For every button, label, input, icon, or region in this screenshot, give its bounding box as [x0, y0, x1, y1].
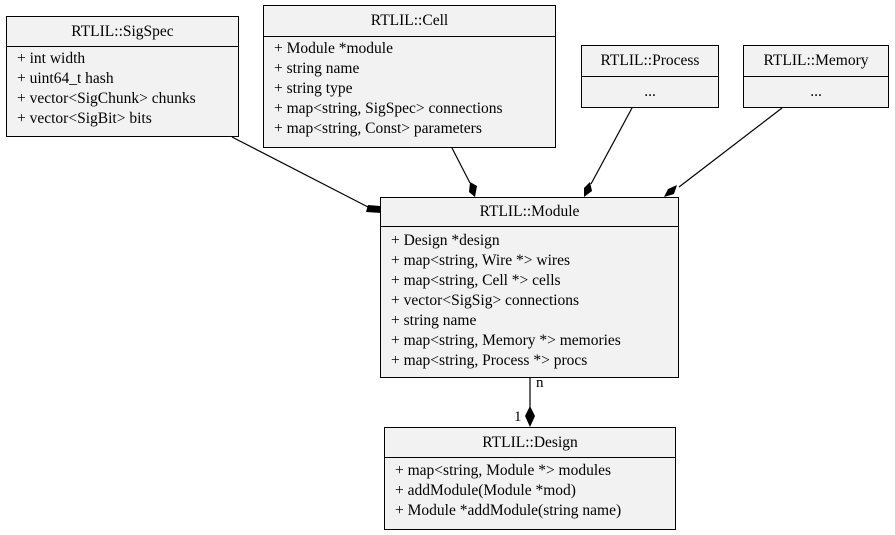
sigspec-module-diamond — [366, 205, 381, 213]
class-design-attributes: + map<string, Module *> modules + addMod… — [385, 458, 675, 521]
attribute: ... — [810, 83, 822, 100]
attribute: + Module *addModule(string name) — [395, 502, 622, 519]
class-memory: RTLIL::Memory ... — [743, 45, 889, 108]
attribute: + string name — [391, 312, 477, 329]
memory-module-diamond — [664, 185, 677, 197]
sigspec-module-connector — [231, 136, 369, 208]
class-cell-attributes: + Module *module + string name + string … — [264, 37, 555, 139]
class-cell: RTLIL::Cell + Module *module + string na… — [263, 5, 556, 148]
attribute: + addModule(Module *mod) — [395, 482, 576, 499]
attribute: + uint64_t hash — [17, 70, 114, 87]
module-design-diamond — [525, 406, 535, 427]
attribute: + string type — [274, 80, 353, 97]
class-memory-title: RTLIL::Memory — [744, 46, 888, 77]
class-sigspec: RTLIL::SigSpec + int width + uint64_t ha… — [6, 16, 239, 137]
attribute: + map<string, Memory *> memories — [391, 332, 621, 349]
attribute: + map<string, SigSpec> connections — [274, 100, 503, 117]
attribute: + vector<SigBit> bits — [17, 110, 152, 127]
attribute: + Design *design — [391, 232, 500, 249]
class-module-title: RTLIL::Module — [381, 198, 678, 227]
class-process: RTLIL::Process ... — [581, 45, 719, 108]
class-process-title: RTLIL::Process — [582, 46, 718, 77]
class-module-attributes: + Design *design + map<string, Wire *> w… — [381, 227, 678, 371]
attribute: + vector<SigChunk> chunks — [17, 90, 196, 107]
attribute: + map<string, Const> parameters — [274, 120, 482, 137]
class-design: RTLIL::Design + map<string, Module *> mo… — [384, 427, 676, 530]
process-module-connector — [590, 107, 633, 185]
attribute: + Module *module — [274, 40, 393, 57]
attribute: + int width — [17, 50, 86, 67]
class-sigspec-title: RTLIL::SigSpec — [7, 17, 238, 47]
multiplicity-many-label: n — [536, 375, 544, 391]
attribute: + vector<SigSig> connections — [391, 292, 580, 309]
cell-module-diamond — [469, 182, 477, 197]
memory-module-connector — [678, 107, 783, 188]
attribute: ... — [644, 83, 656, 100]
attribute: + map<string, Wire *> wires — [391, 252, 570, 269]
class-memory-attributes: ... — [744, 77, 888, 106]
class-cell-title: RTLIL::Cell — [264, 6, 555, 37]
multiplicity-one-label: 1 — [514, 409, 522, 425]
attribute: + map<string, Cell *> cells — [391, 272, 561, 289]
attribute: + map<string, Process *> procs — [391, 352, 588, 369]
process-module-diamond — [584, 182, 592, 197]
class-design-title: RTLIL::Design — [385, 428, 675, 458]
cell-module-connector — [451, 147, 471, 184]
attribute: + map<string, Module *> modules — [395, 462, 612, 479]
class-module: RTLIL::Module + Design *design + map<str… — [380, 197, 679, 378]
attribute: + string name — [274, 60, 360, 77]
class-process-attributes: ... — [582, 77, 718, 106]
class-sigspec-attributes: + int width + uint64_t hash + vector<Sig… — [7, 47, 238, 129]
